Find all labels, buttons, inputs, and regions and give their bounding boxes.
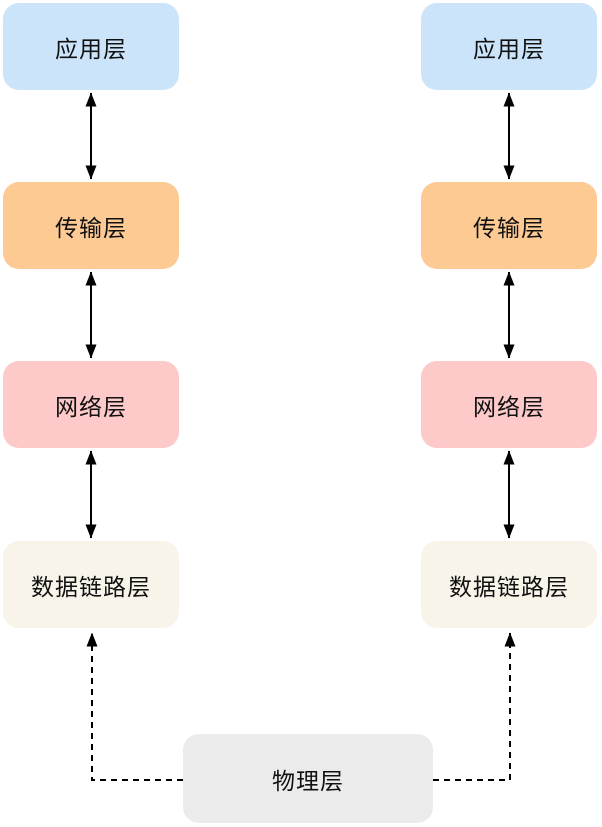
transport-layer-label: 传输层 xyxy=(55,214,127,241)
datalink-layer-box-left: 数据链路层 xyxy=(3,541,179,628)
network-layer-box-left: 网络层 xyxy=(3,361,179,448)
application-layer-label: 应用层 xyxy=(55,35,127,62)
network-layer-box-right: 网络层 xyxy=(421,361,597,448)
transport-layer-box-right: 传输层 xyxy=(421,182,597,269)
transport-layer-box-left: 传输层 xyxy=(3,182,179,269)
physical-layer-box: 物理层 xyxy=(183,734,433,823)
transport-layer-label: 传输层 xyxy=(473,214,545,241)
dashed-arrow-physical-datalink-left xyxy=(86,632,183,781)
network-layer-label: 网络层 xyxy=(55,393,127,420)
network-layer-label: 网络层 xyxy=(473,393,545,420)
application-layer-label: 应用层 xyxy=(473,35,545,62)
datalink-layer-box-right: 数据链路层 xyxy=(421,541,597,628)
application-layer-box-left: 应用层 xyxy=(3,3,179,90)
application-layer-box-right: 应用层 xyxy=(421,3,597,90)
physical-layer-label: 物理层 xyxy=(272,767,344,794)
datalink-layer-label: 数据链路层 xyxy=(31,573,151,600)
datalink-layer-label: 数据链路层 xyxy=(449,573,569,600)
dashed-arrow-physical-datalink-right xyxy=(433,632,516,781)
